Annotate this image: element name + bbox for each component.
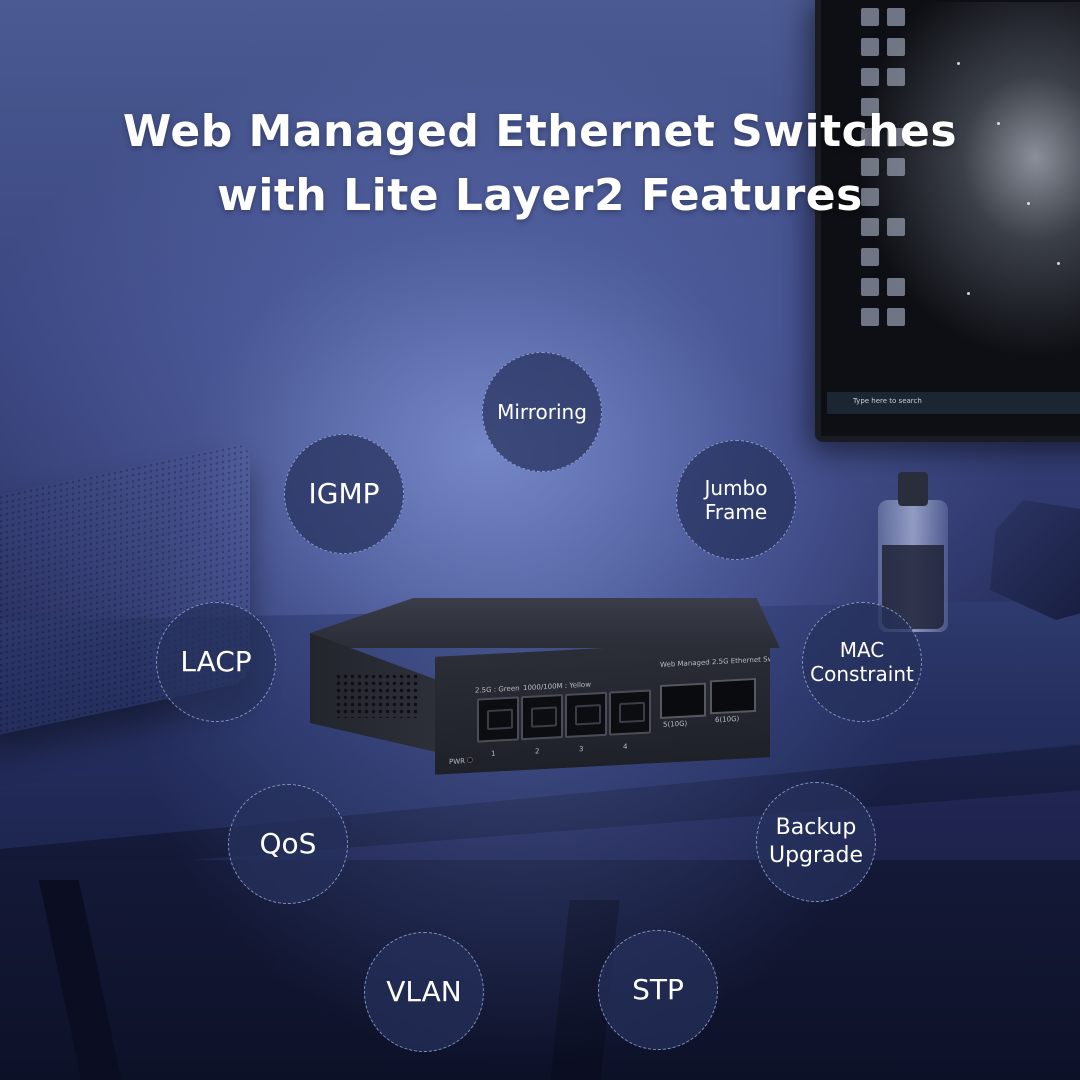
feature-stp: STP [598,930,718,1050]
feature-label: Mirroring [497,400,587,424]
bottle-cap [898,472,928,506]
feature-mac-constraint: MAC Constraint [802,602,922,722]
feature-label: VLAN [386,975,462,1008]
feature-label: IGMP [308,477,380,510]
feature-mirroring: Mirroring [482,352,602,472]
switch-top [310,598,780,648]
taskbar: Type here to search [827,392,1080,414]
feature-vlan: VLAN [364,932,484,1052]
led-legend-green: 2.5G : Green [475,684,520,695]
desktop-icon [887,68,905,86]
desktop-icon [887,278,905,296]
star [1027,202,1030,205]
sfp-port-5[interactable] [660,683,706,719]
desktop-icon [861,218,879,236]
power-led [467,757,473,763]
star [967,292,970,295]
feature-label: MAC Constraint [810,638,914,686]
port-label-3: 3 [579,744,584,754]
sfp-port-6[interactable] [710,678,756,714]
power-label: PWR [449,757,466,767]
port-label-1: 1 [491,749,496,758]
desktop-icon [861,68,879,86]
floor [0,860,1080,1080]
feature-igmp: IGMP [284,434,404,554]
desktop-icon [887,218,905,236]
feature-jumbo-frame: Jumbo Frame [676,440,796,560]
monitor-screen [827,2,1080,392]
sfp-label-5: 5(10G) [663,719,688,729]
desktop-icon [861,38,879,56]
feature-label: Backup Upgrade [768,815,864,868]
desktop-icon [861,248,879,266]
desktop-icon [861,188,879,206]
monitor: Type here to search [815,0,1080,442]
feature-label: QoS [259,827,317,860]
taskbar-search: Type here to search [853,397,922,405]
feature-label: STP [632,973,684,1006]
star [1057,262,1060,265]
desktop-icon [887,308,905,326]
desktop-icon [887,158,905,176]
desktop-icon [861,308,879,326]
star [997,122,1000,125]
switch-front-panel: Web Managed 2.5G Ethernet Switch 2.5G : … [435,639,770,775]
rj45-port-3[interactable] [565,692,607,738]
desktop-icon [861,98,879,116]
rj45-port-1[interactable] [477,696,519,742]
desktop-icon [887,38,905,56]
feature-backup-upgrade: Backup Upgrade [756,782,876,902]
port-label-2: 2 [535,747,540,756]
feature-qos: QoS [228,784,348,904]
ethernet-switch: Web Managed 2.5G Ethernet Switch 2.5G : … [310,598,780,778]
desktop-icon [861,158,879,176]
switch-side-vents [310,633,440,753]
port-label-4: 4 [623,742,628,751]
switch-model-label: Web Managed 2.5G Ethernet Switch [660,654,787,669]
led-legend-yellow: 1000/100M : Yellow [523,680,591,693]
desktop-icon [861,128,879,146]
rj45-port-2[interactable] [521,694,563,740]
desktop-icon [887,128,905,146]
desktop-icons [857,2,907,392]
feature-label: LACP [180,645,252,678]
headline: Web Managed Ethernet Switches with Lite … [0,100,1080,228]
headline-line-1: Web Managed Ethernet Switches [122,106,958,157]
feature-lacp: LACP [156,602,276,722]
headline-line-2: with Lite Layer2 Features [217,170,863,221]
desktop-icon [887,8,905,26]
rj45-port-4[interactable] [609,689,651,735]
star [957,62,960,65]
desktop-icon [861,8,879,26]
feature-label: Jumbo Frame [704,476,768,524]
desktop-icon [861,278,879,296]
sfp-label-6: 6(10G) [715,714,740,725]
